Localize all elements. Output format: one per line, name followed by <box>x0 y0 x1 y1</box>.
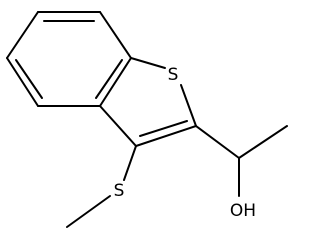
molecule-structure: S S OH <box>6 11 288 228</box>
hydroxyl-label: OH <box>230 201 256 221</box>
bond-c8-s2 <box>123 145 137 181</box>
structure-canvas: S S OH <box>6 11 288 228</box>
bond-c6-c1 <box>6 11 39 59</box>
thioether-sulfur-label: S <box>114 181 125 201</box>
bond-c9-methyl <box>238 125 288 159</box>
bond-c7-c9 <box>195 125 240 159</box>
bond-s2-methyl <box>66 195 111 228</box>
bond-c7-c8 <box>135 125 197 147</box>
bond-s1-c7 <box>180 84 197 127</box>
bond-c3-s1 <box>130 57 166 69</box>
bond-c3-c4-inner <box>95 59 123 99</box>
bond-c5-c6-inner <box>15 59 43 99</box>
bond-c7-c8-inner <box>139 120 188 137</box>
bond-c2-c3 <box>99 11 132 59</box>
bond-c3-c4 <box>99 57 132 107</box>
bond-c5-c6 <box>6 57 39 107</box>
bond-c8-c4 <box>99 105 137 147</box>
ring-sulfur-label: S <box>168 65 179 85</box>
